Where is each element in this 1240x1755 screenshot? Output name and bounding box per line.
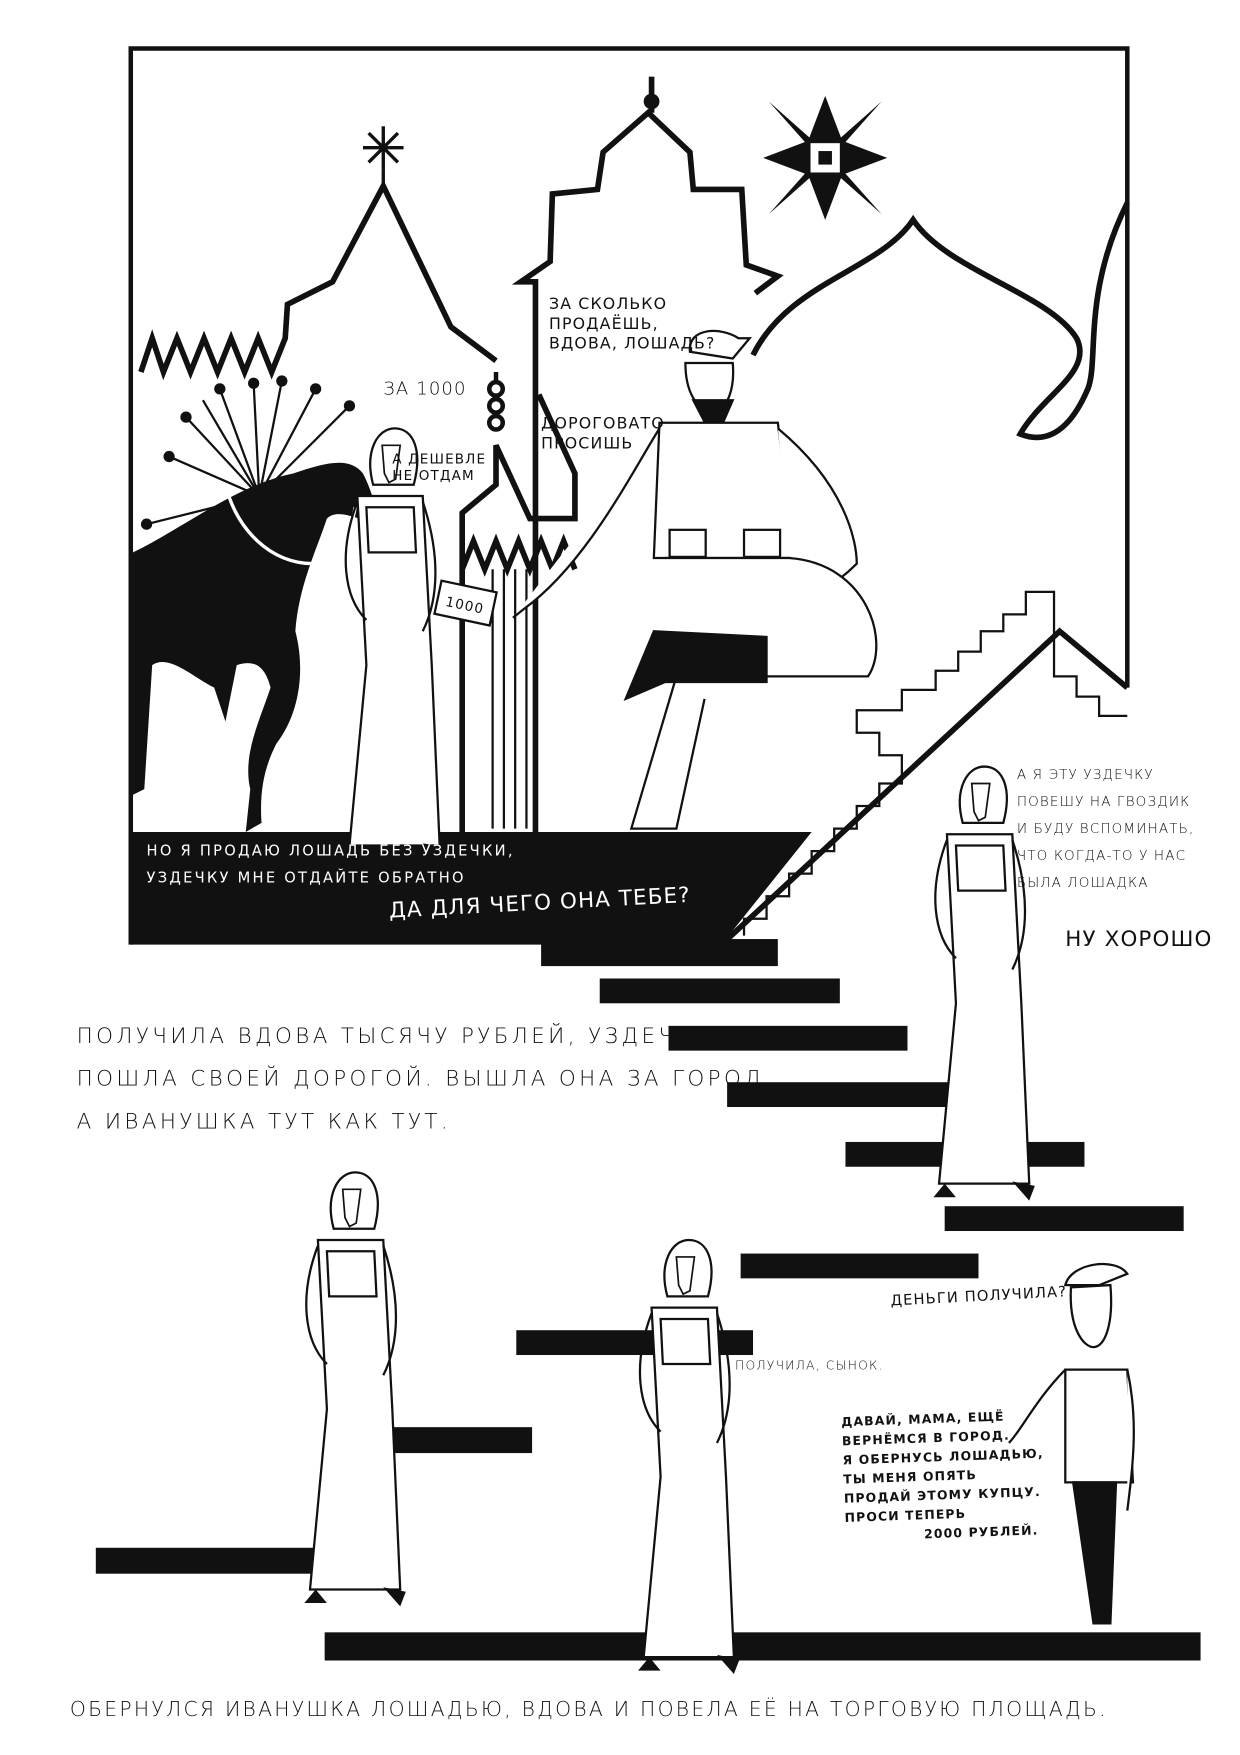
merchant-figure bbox=[512, 329, 878, 830]
left-church-outline bbox=[138, 179, 498, 381]
banknote bbox=[433, 579, 498, 627]
speech-line: и буду вспоминать, bbox=[1016, 820, 1195, 837]
speech-line: была лошадка bbox=[1016, 874, 1149, 891]
speech-line: А дешевле bbox=[392, 450, 487, 467]
asterisk-star-icon bbox=[362, 126, 404, 187]
widow-figure bbox=[303, 1171, 407, 1608]
speech-widow-condition: Но я продаю лошадь без уздечки, уздечку … bbox=[147, 839, 515, 893]
narration-caption-1: Получила вдова тысячу рублей, уздечку и … bbox=[77, 1015, 775, 1144]
narration-line: пошла своей дорогой. Вышла она за город, bbox=[76, 1066, 775, 1092]
speech-line: продаёшь, bbox=[548, 315, 659, 334]
narration-caption-2: Обернулся Иванушка лошадью, вдова и пове… bbox=[69, 1697, 1108, 1722]
stair-bars bbox=[95, 939, 1201, 1661]
center-church-outline bbox=[511, 108, 784, 869]
onion-dome bbox=[750, 201, 1130, 441]
speech-widow-refuse: А дешевле не отдам bbox=[392, 451, 486, 485]
sunburst-rays bbox=[140, 375, 356, 530]
speech-line: Но я продаю лошадь без уздечки, bbox=[146, 843, 515, 861]
speech-widow-answer: Получила, сынок. bbox=[734, 1358, 884, 1374]
narration-line: а Иванушка тут как тут. bbox=[76, 1109, 452, 1135]
speech-merchant-reply: Дороговато просишь bbox=[541, 415, 665, 454]
speech-line: повешу на гвоздик bbox=[1016, 793, 1191, 810]
speech-line: За сколько bbox=[548, 295, 668, 314]
bead-column bbox=[486, 372, 506, 432]
speech-son-plan: Давай, мама, ещё вернёмся в город. Я обе… bbox=[841, 1406, 1047, 1547]
speech-line: просишь bbox=[541, 434, 634, 453]
speech-widow-price: За 1000 bbox=[383, 377, 467, 400]
speech-merchant-question: За сколько продаёшь, вдова, лошадь? bbox=[549, 295, 716, 354]
horse-silhouette bbox=[133, 462, 375, 832]
ivanushka-figure bbox=[1008, 1262, 1135, 1625]
speech-line: уздечку мне отдайте обратно bbox=[146, 870, 466, 888]
speech-line: что когда-то у нас bbox=[1016, 847, 1187, 864]
speech-line: вдова, лошадь? bbox=[548, 334, 716, 353]
eight-point-star-icon bbox=[763, 95, 888, 220]
speech-widow-explain: А я эту уздечку повешу на гвоздик и буду… bbox=[1017, 761, 1195, 896]
speech-line: Дороговато bbox=[541, 414, 665, 433]
speech-line: не отдам bbox=[392, 467, 475, 484]
narration-line: Получила вдова тысячу рублей, уздечку и bbox=[76, 1023, 741, 1049]
lower-pinnacle bbox=[459, 393, 578, 869]
black-floor-band bbox=[130, 831, 812, 945]
speech-merchant-ok: Ну хорошо bbox=[1065, 926, 1213, 952]
speech-line: А я эту уздечку bbox=[1016, 766, 1154, 783]
widow-figure bbox=[636, 1238, 741, 1676]
panel-frame bbox=[128, 46, 1130, 945]
